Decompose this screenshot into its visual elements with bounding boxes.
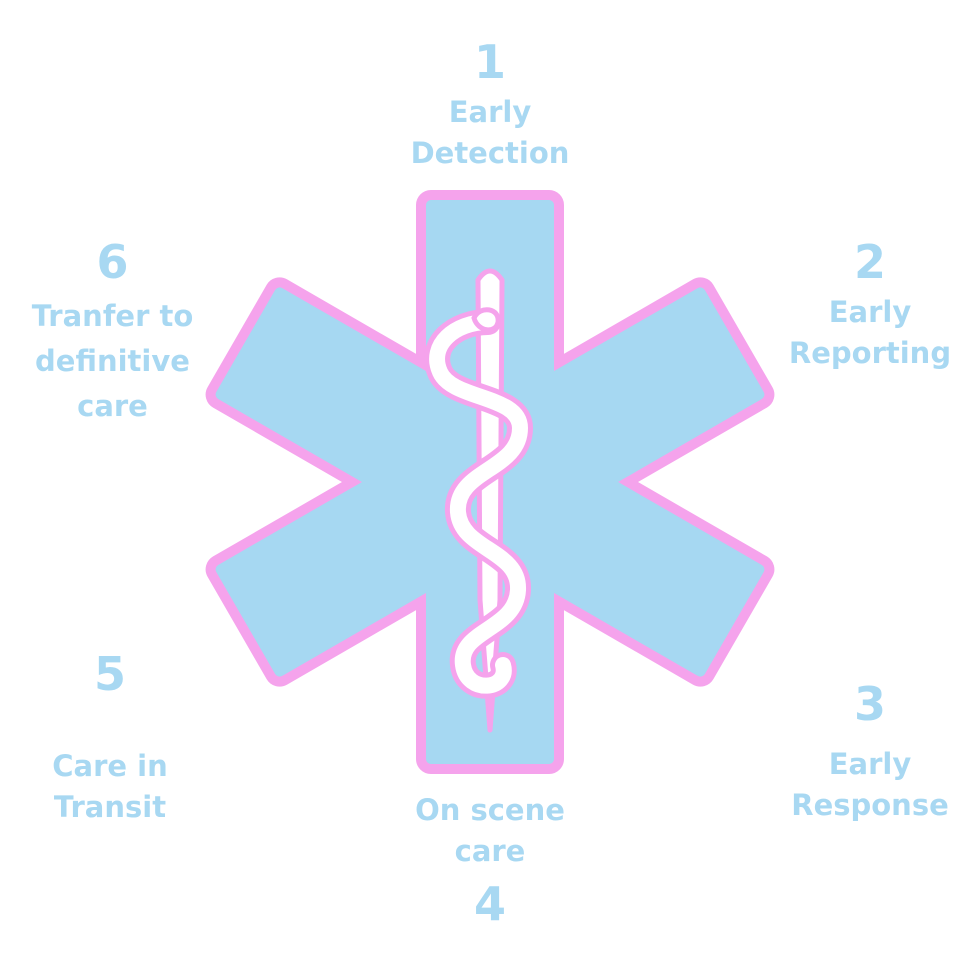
step-number: 2 xyxy=(853,235,886,289)
step-label-line: Early xyxy=(828,747,912,782)
step-2: 2 Early Reporting xyxy=(770,238,970,374)
step-label-line: care xyxy=(454,834,526,868)
step-1: 1 Early Detection xyxy=(390,38,590,174)
step-5: 5 Care in Transit xyxy=(10,650,210,828)
step-label-line: Transit xyxy=(53,790,167,825)
step-label-line: Response xyxy=(791,788,949,823)
step-label-line: Reporting xyxy=(788,336,952,371)
step-label-line: Tranfer to xyxy=(31,299,194,334)
rod-of-asclepius-icon xyxy=(424,268,533,733)
step-number: 4 xyxy=(473,877,506,931)
step-label-line: Early xyxy=(448,95,532,130)
step-number: 5 xyxy=(93,647,126,701)
step-label-line: Care in xyxy=(52,749,168,784)
step-label-line: care xyxy=(77,389,148,424)
step-label-line: Detection xyxy=(410,136,570,171)
step-4: On scene care 4 xyxy=(390,790,590,928)
step-number: 1 xyxy=(473,35,506,89)
step-number: 3 xyxy=(853,677,886,731)
step-label-line: definitive xyxy=(35,344,190,379)
step-label-line: On scene xyxy=(415,793,565,827)
step-label-line: Early xyxy=(828,295,912,330)
step-3: 3 Early Response xyxy=(770,680,970,826)
step-number: 6 xyxy=(96,235,129,289)
step-6: 6 Tranfer to definitive care xyxy=(10,238,215,429)
